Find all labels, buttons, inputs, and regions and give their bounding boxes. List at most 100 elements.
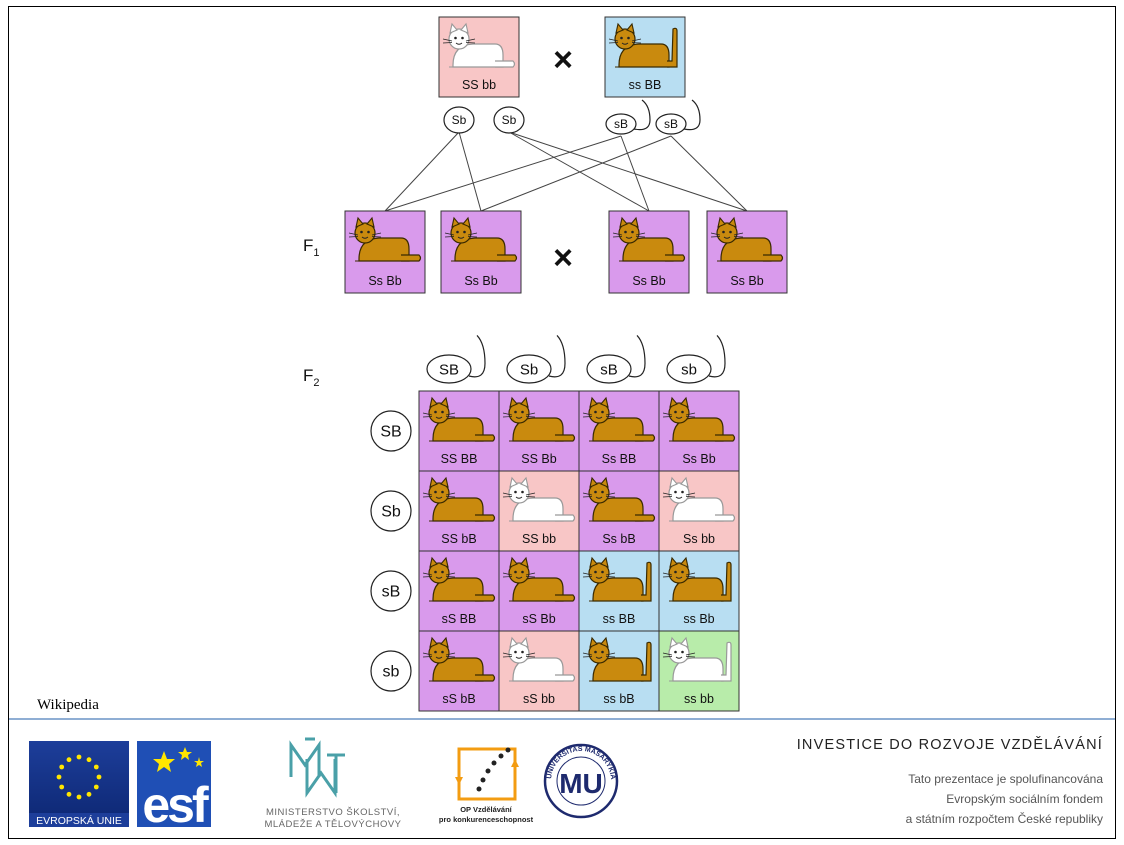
eu-stars-icon bbox=[56, 754, 102, 800]
orange-cat-icon bbox=[582, 396, 656, 442]
genotype-label: sS Bb bbox=[522, 612, 555, 626]
footer-heading: INVESTICE DO ROZVOJE VZDĚLÁVÁNÍ bbox=[797, 736, 1103, 753]
f2-grid-cell: sS Bb bbox=[498, 550, 580, 632]
genotype-label: SS bb bbox=[462, 78, 496, 92]
mu-monogram: MU bbox=[559, 768, 603, 799]
genotype-label: ss BB bbox=[629, 78, 662, 92]
f2-grid-cell: SS Bb bbox=[498, 390, 580, 472]
f2-grid-cell: ss BB bbox=[578, 550, 660, 632]
f2-grid-cell: Ss BB bbox=[578, 390, 660, 472]
f2-label: F2 bbox=[303, 366, 320, 389]
genotype-label: ss BB bbox=[603, 612, 636, 626]
genotype-label: ss bb bbox=[684, 692, 714, 706]
svg-text:sB: sB bbox=[664, 117, 678, 131]
f2-grid-cell: Ss bb bbox=[658, 470, 740, 552]
orange-cat-icon bbox=[444, 216, 518, 262]
genotype-label: SS BB bbox=[441, 452, 478, 466]
orange-cat-icon bbox=[422, 396, 496, 442]
esf-logo-text: esf bbox=[142, 777, 209, 833]
genotype-label: SS bb bbox=[522, 532, 556, 546]
msmt-logo: MINISTERSTVO ŠKOLSTVÍ, MLÁDEŽE A TĚLOVÝC… bbox=[264, 737, 401, 830]
orange-cat-icon bbox=[422, 476, 496, 522]
f1-cat: Ss Bb bbox=[440, 210, 522, 294]
genotype-label: sS bB bbox=[442, 692, 475, 706]
f2-grid-cell: ss Bb bbox=[658, 550, 740, 632]
parent-gamete-egg: Sb bbox=[443, 106, 475, 134]
gamete-connection-lines bbox=[384, 131, 748, 212]
svg-text:sB: sB bbox=[600, 361, 618, 378]
f2-grid-cell: SS bb bbox=[498, 470, 580, 552]
parent-cat-left: SS bb bbox=[438, 16, 520, 98]
svg-text:Sb: Sb bbox=[520, 361, 538, 378]
f2-row-gamete: sb bbox=[370, 650, 412, 692]
orange-cat-icon bbox=[608, 22, 678, 68]
f2-column-gamete: Sb bbox=[506, 334, 566, 384]
f2-grid-cell: sS bb bbox=[498, 630, 580, 712]
svg-text:SB: SB bbox=[380, 424, 401, 441]
footer-line-2: Evropským sociálním fondem bbox=[946, 792, 1103, 806]
f2-column-gamete: sB bbox=[586, 334, 646, 384]
genotype-label: ss Bb bbox=[683, 612, 714, 626]
genotype-label: sS BB bbox=[442, 612, 477, 626]
msmt-monogram-icon bbox=[289, 737, 345, 798]
parent-cat-right: ss BB bbox=[604, 16, 686, 98]
genotype-label: Ss Bb bbox=[368, 274, 401, 288]
f2-grid-cell: ss bb bbox=[658, 630, 740, 712]
genotype-label: ss bB bbox=[603, 692, 634, 706]
genotype-label: Ss Bb bbox=[730, 274, 763, 288]
genotype-label: Ss bb bbox=[683, 532, 715, 546]
genotype-label: Ss Bb bbox=[632, 274, 665, 288]
parent-cross-symbol: × bbox=[553, 41, 573, 79]
white-cat-icon bbox=[662, 636, 732, 682]
f1-cat: Ss Bb bbox=[706, 210, 788, 294]
genotype-label: sS bb bbox=[523, 692, 555, 706]
msmt-line1: MINISTERSTVO ŠKOLSTVÍ, bbox=[266, 807, 400, 818]
footer-line-1: Tato prezentace je spolufinancována bbox=[908, 772, 1103, 786]
f2-column-gamete: SB bbox=[426, 334, 486, 384]
f2-grid-cell: Ss Bb bbox=[658, 390, 740, 472]
f2-row-gamete: sB bbox=[370, 570, 412, 612]
svg-text:SB: SB bbox=[439, 361, 459, 378]
esf-stars-icon bbox=[153, 747, 204, 772]
orange-cat-icon bbox=[710, 216, 784, 262]
op-logo: OP Vzdělávání pro konkurenceschopnost bbox=[439, 747, 534, 824]
genotype-label: Ss BB bbox=[602, 452, 637, 466]
orange-cat-icon bbox=[662, 556, 732, 602]
genotype-label: Ss Bb bbox=[464, 274, 497, 288]
f2-grid-cell: SS BB bbox=[418, 390, 500, 472]
eu-logo: EVROPSKÁ UNIE bbox=[29, 741, 129, 827]
svg-text:sb: sb bbox=[681, 361, 697, 378]
f2-grid-cell: sS bB bbox=[418, 630, 500, 712]
orange-cat-icon bbox=[348, 216, 422, 262]
f1-cat: Ss Bb bbox=[608, 210, 690, 294]
f2-grid-cell: Ss bB bbox=[578, 470, 660, 552]
f1-label: F1 bbox=[303, 236, 320, 259]
msmt-line2: MLÁDEŽE A TĚLOVÝCHOVY bbox=[264, 819, 401, 830]
f1-cat: Ss Bb bbox=[344, 210, 426, 294]
orange-cat-icon bbox=[582, 556, 652, 602]
source-credit: Wikipedia bbox=[37, 697, 99, 713]
f2-grid-cell: ss bB bbox=[578, 630, 660, 712]
svg-text:Sb: Sb bbox=[452, 113, 467, 127]
footer-line-3: a státním rozpočtem České republiky bbox=[906, 811, 1103, 826]
f2-grid-cell: sS BB bbox=[418, 550, 500, 632]
genotype-label: Ss bB bbox=[602, 532, 635, 546]
genotype-label: SS bB bbox=[441, 532, 476, 546]
genotype-label: SS Bb bbox=[521, 452, 556, 466]
white-cat-icon bbox=[442, 22, 516, 68]
orange-cat-icon bbox=[422, 556, 496, 602]
svg-text:sB: sB bbox=[382, 584, 401, 601]
svg-text:sb: sb bbox=[383, 664, 400, 681]
f2-grid-cell: SS bB bbox=[418, 470, 500, 552]
svg-text:Sb: Sb bbox=[502, 113, 517, 127]
parent-gamete-sperm: sB bbox=[605, 99, 651, 135]
orange-cat-icon bbox=[422, 636, 496, 682]
genotype-label: Ss Bb bbox=[682, 452, 715, 466]
orange-cat-icon bbox=[502, 556, 576, 602]
svg-text:sB: sB bbox=[614, 117, 628, 131]
eu-logo-label: EVROPSKÁ UNIE bbox=[36, 814, 122, 827]
orange-cat-icon bbox=[582, 636, 652, 682]
orange-cat-icon bbox=[612, 216, 686, 262]
